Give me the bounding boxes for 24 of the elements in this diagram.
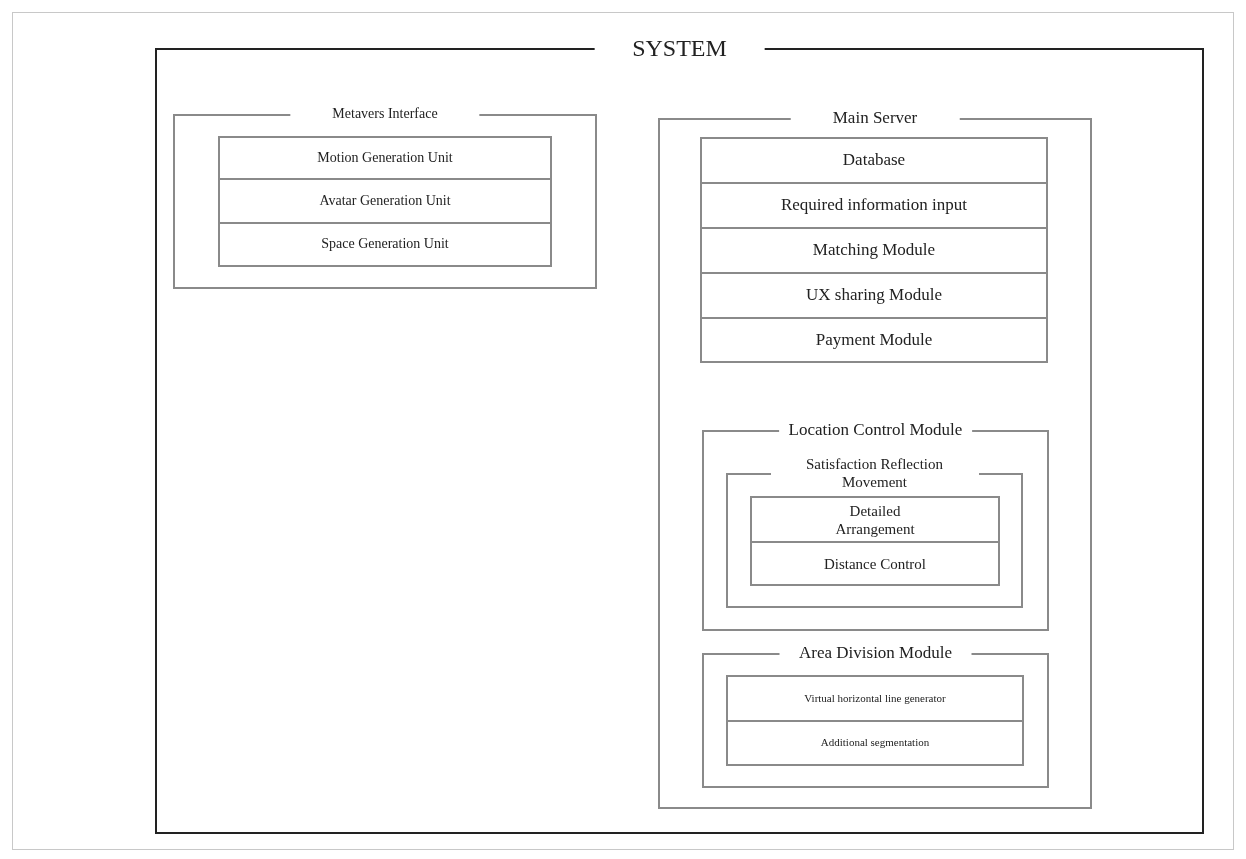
unit-label: Matching Module — [812, 240, 936, 261]
unit-box — [218, 178, 552, 224]
unit-box — [218, 222, 552, 267]
unit-box — [726, 720, 1024, 766]
unit-box — [700, 272, 1048, 319]
unit-label: Database — [842, 150, 906, 171]
unit-label: Avatar Generation Unit — [319, 192, 451, 210]
unit-box — [750, 496, 1000, 543]
unit-label: Required information input — [781, 195, 967, 216]
unit-box — [700, 137, 1048, 184]
unit-label: Space Generation Unit — [321, 236, 449, 253]
unit-label: Virtual horizontal line generator — [804, 691, 946, 706]
unit-label: Payment Module — [815, 329, 933, 351]
unit-box — [750, 541, 1000, 586]
unit-box — [700, 227, 1048, 274]
unit-label: Additional segmentation — [820, 736, 930, 750]
unit-box — [726, 675, 1024, 722]
unit-box — [218, 136, 552, 180]
unit-label: Detailed Arrangement — [834, 501, 916, 538]
unit-box — [700, 182, 1048, 229]
unit-label: Distance Control — [823, 554, 927, 573]
unit-label: UX sharing Module — [806, 285, 942, 306]
unit-label: Motion Generation Unit — [317, 149, 453, 167]
unit-box — [700, 317, 1048, 363]
